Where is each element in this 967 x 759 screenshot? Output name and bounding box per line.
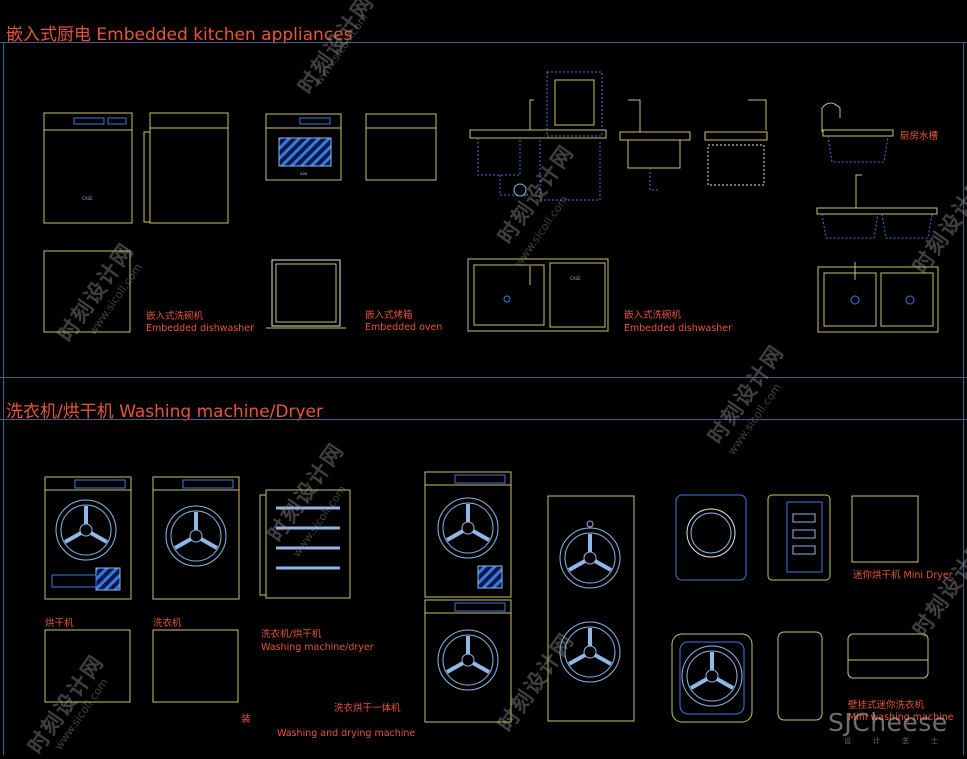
oven-side-view xyxy=(365,113,437,181)
sink-side-view xyxy=(619,99,768,191)
wall-mini-washer-side-view xyxy=(777,631,823,721)
wall-mini-washer-label-en: Mini washing machine xyxy=(848,712,954,723)
stacked-washer-dryer xyxy=(424,471,512,723)
left-frame-line xyxy=(3,42,4,755)
wall-mini-washer-top-view xyxy=(847,633,929,679)
oven-label-en: Embedded oven xyxy=(365,322,443,333)
sink-dishwasher-label-en: Embedded dishwasher xyxy=(624,323,733,334)
svg-text:ооо: ооо xyxy=(300,171,308,176)
wall-mini-washer-front-view xyxy=(671,633,753,723)
oven-top-view xyxy=(266,259,346,329)
washing-section-title: 洗衣机/烘干机 Washing machine/Dryer xyxy=(6,402,323,422)
washing-header-line xyxy=(0,419,967,420)
dishwasher-label-cn: 嵌入式洗碗机 xyxy=(146,311,204,322)
section-divider-line xyxy=(0,377,967,378)
washer-dryer-label-cn: 洗衣机/烘干机 xyxy=(261,629,322,640)
brand-subtitle: 设计芝士 xyxy=(844,737,960,745)
washer-label: 洗衣机 xyxy=(153,618,182,629)
dishwasher-side-view xyxy=(143,112,229,224)
sink-dishwasher-top-view: CASE xyxy=(467,258,609,332)
mini-washer-front-view xyxy=(675,494,747,581)
mini-dryer-top-view xyxy=(851,495,919,563)
right-frame-line xyxy=(963,42,964,755)
mini-dryer-side-view xyxy=(767,494,831,581)
dryer-top-view xyxy=(44,629,131,703)
double-sink-top-view xyxy=(817,262,939,333)
dishwasher-front-view: CASE xyxy=(43,112,133,224)
dishwasher-label-en: Embedded dishwasher xyxy=(146,323,255,334)
oven-front-view: ооо xyxy=(265,113,342,181)
washer-top-view xyxy=(152,629,239,703)
wall-mini-washer-label-cn: 壁挂式迷你洗衣机 xyxy=(848,700,925,711)
svg-text:CASE: CASE xyxy=(82,196,93,201)
dishwasher-top-view xyxy=(43,250,131,333)
double-sink-front-view xyxy=(816,174,938,239)
washer-front-view xyxy=(152,476,240,600)
sink-dishwasher-label-cn: 嵌入式洗碗机 xyxy=(624,310,682,321)
kitchen-section-title: 嵌入式厨电 Embedded kitchen appliances xyxy=(6,25,353,45)
combo-label-cn: 洗衣烘干一体机 xyxy=(334,703,401,714)
kitchen-header-line xyxy=(0,42,967,43)
dryer-label: 烘干机 xyxy=(45,618,74,629)
washer-dryer-label-en: Washing machine/dryer xyxy=(261,642,374,653)
sink-dishwasher-front-view xyxy=(469,71,607,201)
svg-text:CASE: CASE xyxy=(570,276,581,281)
kitchen-sink-label: 厨房水槽 xyxy=(900,131,939,142)
combo-washing-drying-machine xyxy=(547,495,635,722)
brand-logo: SJCheese xyxy=(828,708,948,737)
kitchen-sink-front-view xyxy=(821,102,894,163)
mini-dryer-label: 迷你烘干机 Mini Dryer xyxy=(853,570,953,581)
combo-label-extra: 装 xyxy=(241,714,251,725)
washer-dryer-side-view xyxy=(259,489,351,599)
dryer-front-view xyxy=(44,476,132,600)
combo-label-en: Washing and drying machine xyxy=(277,728,416,739)
oven-label-cn: 嵌入式烤箱 xyxy=(365,310,413,321)
